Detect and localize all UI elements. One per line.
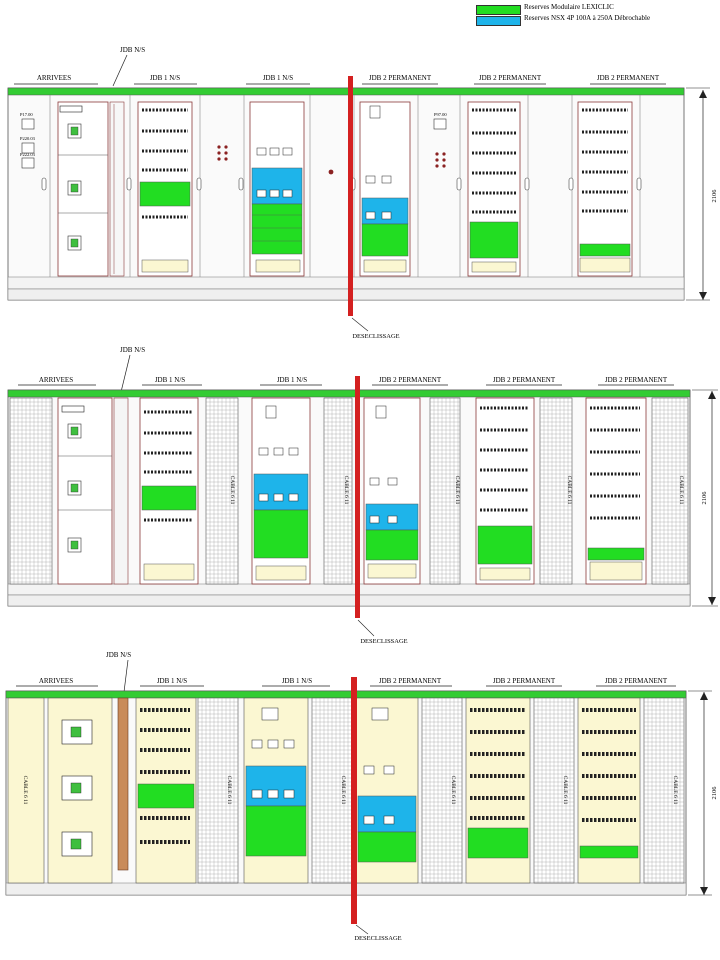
cable-label: CABLE 6 11 <box>343 476 349 505</box>
section-header: JDB 2 PERMANENT <box>605 677 668 685</box>
section-header: ARRIVEES <box>39 376 73 384</box>
device-label: P222.03 <box>20 152 36 157</box>
module-rows <box>142 108 188 219</box>
jdb-label: JDB N/S <box>120 346 145 354</box>
cable-label: CABLE 6 11 <box>450 776 456 805</box>
arrivee-breakers <box>58 105 108 251</box>
section-header: JDB 1 N/S <box>277 376 307 384</box>
cable-label: CABLE 6 11 <box>566 476 572 505</box>
cable-label: CABLE 6 11 <box>229 476 235 505</box>
device-label: P17.00 <box>20 112 33 117</box>
dimension-label: 2106 <box>701 491 708 505</box>
section-header: JDB 1 N/S <box>155 376 185 384</box>
section-header: ARRIVEES <box>39 677 73 685</box>
cable-label: CABLE 6 11 <box>678 476 684 505</box>
separator-bar <box>355 376 360 618</box>
degrouping-label: DESECLISSAGE <box>360 638 407 645</box>
section-header: JDB 2 PERMANENT <box>379 376 442 384</box>
jdb-label: JDB N/S <box>106 651 131 659</box>
legend-label-green: Reserves Modulaire LEXICLIC <box>524 3 614 11</box>
jdb-label: JDB N/S <box>120 46 145 54</box>
section-header: JDB 1 N/S <box>263 74 293 82</box>
cable-label: CABLE 6 11 <box>22 776 28 805</box>
section-header: JDB 2 PERMANENT <box>479 74 542 82</box>
section-header: JDB 2 PERMANENT <box>597 74 660 82</box>
elevation-3: JDB N/S ARRIVEES JDB 1 N/S JDB 1 N/S JDB… <box>5 651 718 942</box>
separator-bar <box>351 677 357 924</box>
cable-label: CABLE 6 11 <box>562 776 568 805</box>
legend-swatch-blue <box>476 16 521 26</box>
section-header: JDB 1 N/S <box>157 677 187 685</box>
section-header: JDB 1 N/S <box>282 677 312 685</box>
separator-bar <box>348 76 353 316</box>
device-label: P97.00 <box>434 112 447 117</box>
device-label: P220.03 <box>20 136 36 141</box>
dimension-label: 2106 <box>711 786 718 800</box>
elevation-2: JDB N/S ARRIVEES JDB 1 N/S JDB 1 N/S JDB… <box>7 346 718 645</box>
section-header: JDB 2 PERMANENT <box>605 376 668 384</box>
elevation-1: JDB N/S ARRIVEES JDB 1 N/S JDB 1 N/S JDB… <box>7 46 718 340</box>
cable-label: CABLE 6 11 <box>672 776 678 805</box>
section-header: ARRIVEES <box>37 74 71 82</box>
legend-label-blue: Reserves NSX 4P 100A à 250A Débrochable <box>524 14 651 22</box>
legend-swatch-green <box>476 5 521 15</box>
section-header: JDB 2 PERMANENT <box>493 677 556 685</box>
degrouping-label: DESECLISSAGE <box>354 935 401 942</box>
dimension-label: 2106 <box>711 189 718 203</box>
degrouping-label: DESECLISSAGE <box>352 333 399 340</box>
section-header: JDB 1 N/S <box>150 74 180 82</box>
cable-label: CABLE 6 11 <box>454 476 460 505</box>
section-header: JDB 2 PERMANENT <box>379 677 442 685</box>
cable-label: CABLE 6 11 <box>340 776 346 805</box>
section-header: JDB 2 PERMANENT <box>369 74 432 82</box>
cable-label: CABLE 6 11 <box>226 776 232 805</box>
section-header: JDB 2 PERMANENT <box>493 376 556 384</box>
